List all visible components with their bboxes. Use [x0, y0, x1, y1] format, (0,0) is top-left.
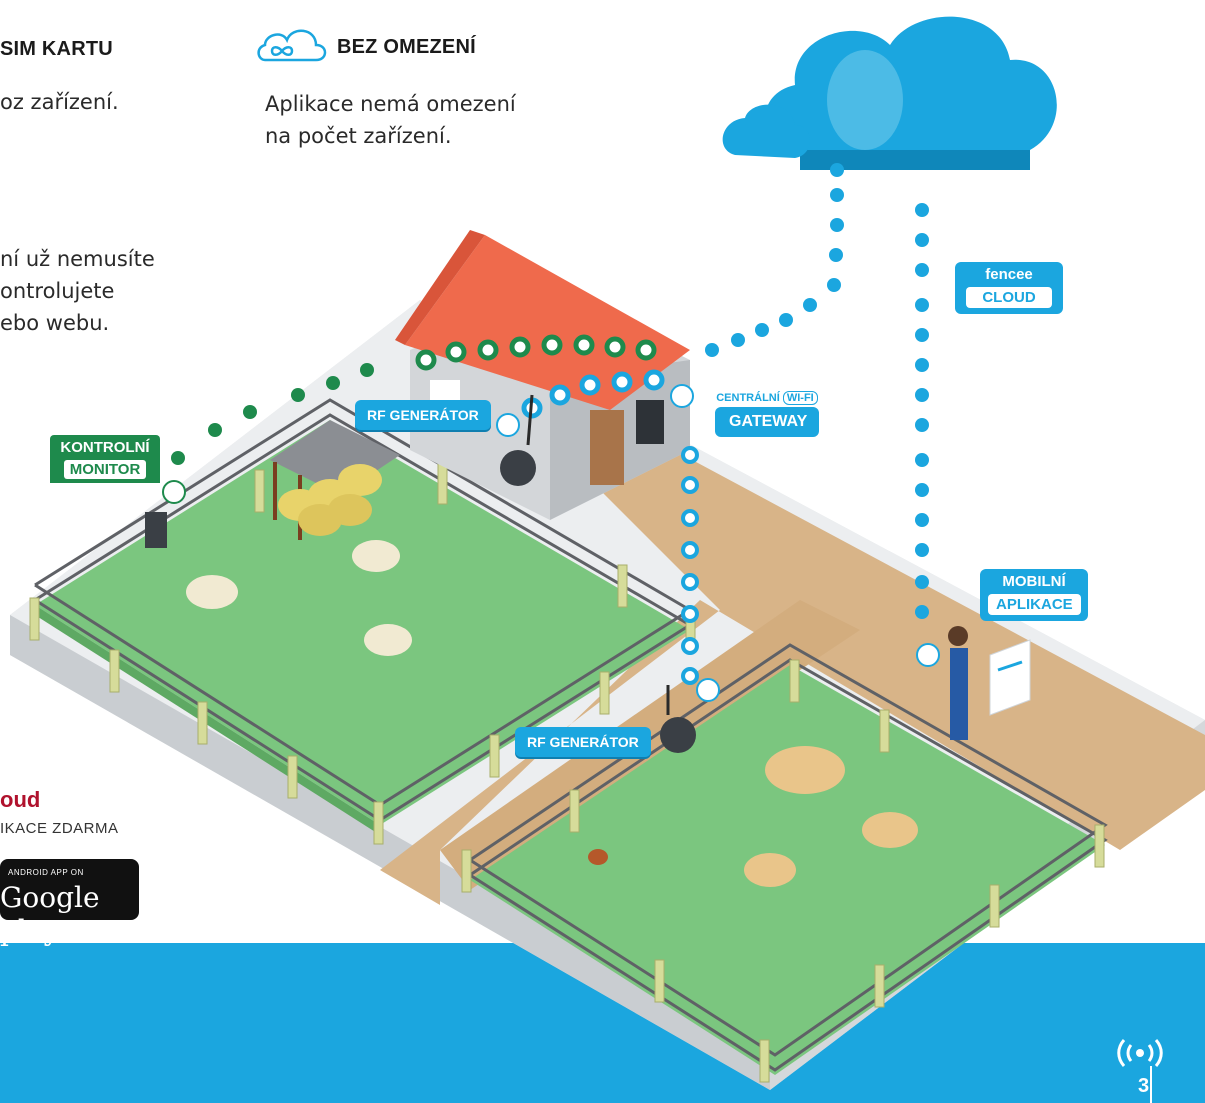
mobile-label-top: MOBILNÍ: [980, 569, 1088, 592]
control-monitor-line2: MONITOR: [63, 460, 147, 479]
google-play-button[interactable]: ANDROID APP ON Google play: [0, 859, 139, 947]
unlimited-heading: BEZ OMEZENÍ: [337, 36, 476, 58]
vertical-white-dots: [681, 446, 699, 685]
cloud-app-subtitle: IKACE ZDARMA: [0, 820, 119, 837]
app-screen: [989, 639, 1031, 716]
rf-generator-house-label: RF GENERÁTOR: [355, 400, 491, 430]
wifi-badges: [162, 384, 940, 702]
rf-generator-house-device: [500, 394, 536, 486]
farmer: [948, 626, 968, 740]
unlimited-text: Aplikace nemá omezení na počet zařízení.: [265, 92, 516, 148]
fence-posts: [29, 461, 1105, 1083]
signal-broadcast-icon: [1117, 1039, 1163, 1103]
green-dots: [171, 363, 374, 465]
cloud-app-name: oud: [0, 787, 41, 812]
fencee-cloud: [722, 16, 1057, 170]
wifi-badge: WI-FI: [782, 391, 818, 405]
chicken: [588, 849, 608, 865]
blue-dots: [705, 163, 929, 619]
cloud-label-bottom: CLOUD: [966, 287, 1052, 308]
control-monitor-device: [145, 512, 167, 548]
sim-card-heading: SIM KARTU: [0, 38, 113, 60]
cows: [744, 746, 918, 887]
google-play-small-text: ANDROID APP ON: [8, 868, 84, 877]
hay-shed: [270, 420, 400, 540]
control-monitor-label: KONTROLNÍ MONITOR: [50, 435, 160, 483]
rf-generator-field-device: [660, 685, 696, 753]
gateway-top-text: CENTRÁLNÍ: [716, 392, 780, 404]
fencee-cloud-label: fencee CLOUD: [955, 262, 1063, 314]
page-number: 3: [1138, 1075, 1150, 1097]
infinity-cloud-icon: [257, 29, 327, 62]
sheep: [186, 540, 412, 656]
rf-generator-field-label: RF GENERÁTOR: [515, 727, 651, 757]
mobile-app-label: MOBILNÍ APLIKACE: [980, 569, 1088, 621]
control-monitor-line1: KONTROLNÍ: [50, 435, 160, 458]
cloud-label-top: fencee: [955, 262, 1063, 285]
sim-card-text: oz zařízení.: [0, 90, 119, 114]
monitoring-text: ní už nemusíte ontrolujete ebo webu.: [0, 247, 155, 335]
gateway-label: CENTRÁLNÍ WI-FI GATEWAY: [715, 391, 819, 437]
gateway-bottom-text: GATEWAY: [715, 407, 819, 437]
mobile-label-bottom: APLIKACE: [988, 594, 1081, 615]
google-play-big-text: Google play: [0, 881, 100, 947]
